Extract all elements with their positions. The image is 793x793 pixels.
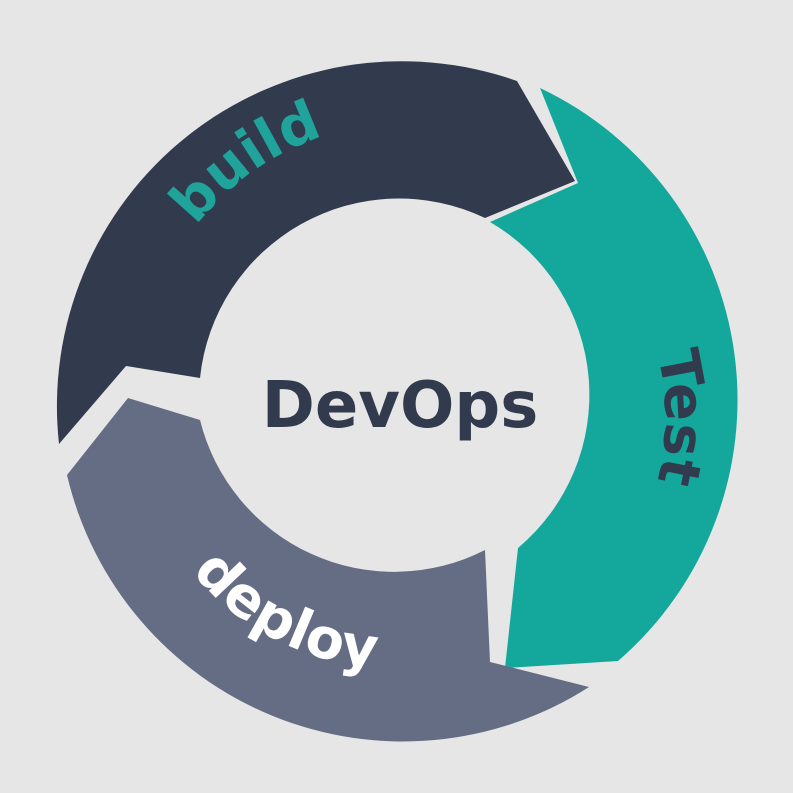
test-segment	[490, 88, 738, 668]
deploy-segment	[67, 398, 589, 742]
center-title: DevOps	[262, 369, 539, 443]
build-segment	[56, 61, 575, 445]
test-label: Test	[644, 344, 717, 491]
